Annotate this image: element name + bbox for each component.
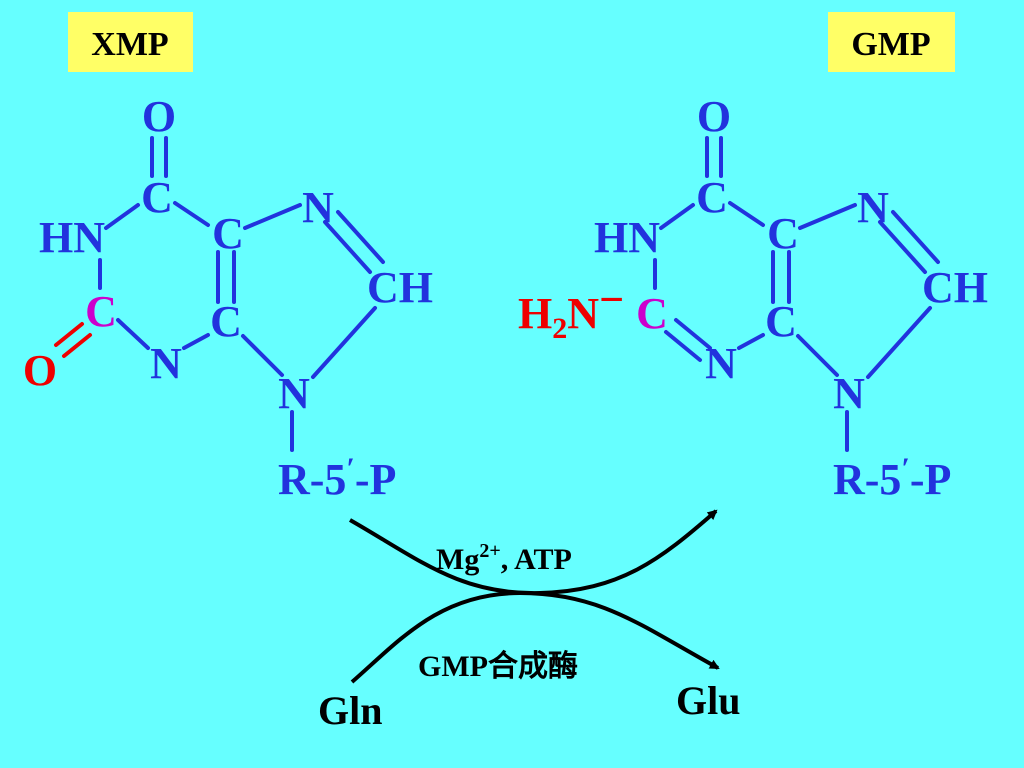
enzyme-label: GMP合成酶 xyxy=(418,649,578,683)
xmp-bonds xyxy=(54,136,385,452)
xmp-atom-o-left: O xyxy=(23,346,57,395)
gmp-atom-c2: C xyxy=(636,289,668,338)
xmp-title: XMP xyxy=(68,12,193,72)
gmp-structure: O C HN C N CH H2N− C C N N R-5′-P xyxy=(518,92,988,504)
gmp-atoms: O C HN C N CH H2N− C C N N R-5′-P xyxy=(518,92,988,504)
xmp-atom-n9: N xyxy=(278,369,310,418)
reaction-labels: Mg2+, ATP GMP合成酶 Gln Glu xyxy=(318,540,740,733)
reaction-arrows xyxy=(349,509,720,684)
product-glu: Glu xyxy=(676,678,740,723)
gmp-atom-o-top: O xyxy=(697,92,731,141)
xmp-atoms: O C HN C N CH C C O N N R-5′-P xyxy=(23,92,433,504)
gmp-atom-c4: C xyxy=(765,297,797,346)
gmp-bonds xyxy=(653,136,940,452)
gmp-atom-ch: CH xyxy=(922,263,988,312)
svg-text:GMP: GMP xyxy=(851,26,930,63)
xmp-atom-hn: HN xyxy=(39,213,105,262)
xmp-atom-c4: C xyxy=(210,297,242,346)
gmp-atom-n7: N xyxy=(857,183,889,232)
xmp-atom-ch: CH xyxy=(367,263,433,312)
xmp-structure: O C HN C N CH C C O N N R-5′-P xyxy=(23,92,433,504)
cofactor-label: Mg2+, ATP xyxy=(436,540,572,576)
xmp-atom-c6: C xyxy=(141,173,173,222)
gmp-title: GMP xyxy=(828,12,955,72)
xmp-atom-o-top: O xyxy=(142,92,176,141)
xmp-atom-c2: C xyxy=(85,287,117,336)
xmp-atom-c5: C xyxy=(212,209,244,258)
svg-text:XMP: XMP xyxy=(91,26,168,63)
gmp-atom-n3: N xyxy=(705,339,737,388)
gmp-atom-n9: N xyxy=(833,369,865,418)
xmp-ribose-phosphate: R-5′-P xyxy=(278,452,396,504)
gmp-ribose-phosphate: R-5′-P xyxy=(833,452,951,504)
xmp-atom-n3: N xyxy=(150,339,182,388)
xmp-atom-n7: N xyxy=(302,183,334,232)
gmp-atom-c5: C xyxy=(767,209,799,258)
substrate-gln: Gln xyxy=(318,688,382,733)
gmp-amino-group: H2N− xyxy=(518,275,624,345)
gmp-atom-c6: C xyxy=(696,173,728,222)
gmp-atom-hn: HN xyxy=(594,213,660,262)
